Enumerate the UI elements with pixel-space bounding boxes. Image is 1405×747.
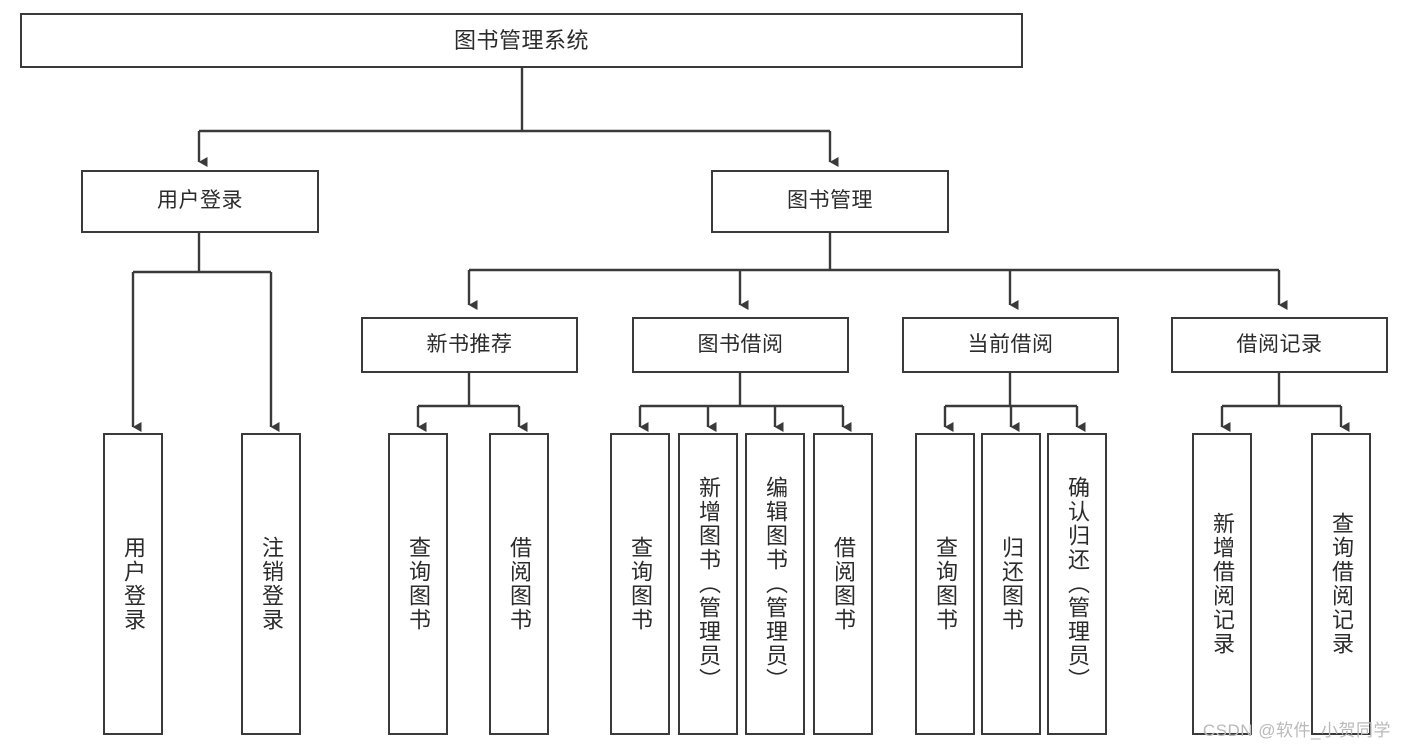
leaf-confirm-return-admin[interactable]: 确认归还（管理员） (1047, 433, 1107, 735)
leaf-label: 查询图书 (405, 536, 431, 632)
node-borrow-record[interactable]: 借阅记录 (1171, 317, 1388, 373)
leaf-label: 归还图书 (998, 536, 1024, 632)
leaf-label: 查询图书 (627, 536, 653, 632)
leaf-borrow-book-new[interactable]: 借阅图书 (489, 433, 549, 735)
leaf-user-login[interactable]: 用户登录 (103, 433, 163, 735)
leaf-query-book-current[interactable]: 查询图书 (915, 433, 975, 735)
leaf-query-book-borrow[interactable]: 查询图书 (610, 433, 670, 735)
leaf-return-book[interactable]: 归还图书 (981, 433, 1041, 735)
node-current-borrow[interactable]: 当前借阅 (902, 317, 1119, 373)
leaf-label: 新增借阅记录 (1209, 512, 1235, 656)
node-book-borrow[interactable]: 图书借阅 (632, 317, 849, 373)
leaf-label: 借阅图书 (506, 536, 532, 632)
leaf-add-book-admin[interactable]: 新增图书（管理员） (678, 433, 738, 735)
leaf-label: 新增图书（管理员） (695, 476, 721, 692)
leaf-query-book-new[interactable]: 查询图书 (388, 433, 448, 735)
leaf-label: 查询图书 (932, 536, 958, 632)
node-root-system[interactable]: 图书管理系统 (20, 13, 1023, 68)
leaf-add-borrow-record[interactable]: 新增借阅记录 (1192, 433, 1252, 735)
leaf-logout[interactable]: 注销登录 (241, 433, 301, 735)
leaf-label: 查询借阅记录 (1328, 512, 1354, 656)
leaf-query-borrow-record[interactable]: 查询借阅记录 (1311, 433, 1371, 735)
node-new-book-recommend[interactable]: 新书推荐 (361, 317, 578, 373)
leaf-label: 用户登录 (120, 536, 146, 632)
leaf-edit-book-admin[interactable]: 编辑图书（管理员） (745, 433, 805, 735)
leaf-label: 编辑图书（管理员） (762, 476, 788, 692)
leaf-label: 借阅图书 (830, 536, 856, 632)
csdn-watermark: CSDN @软件_小贺同学 (1202, 721, 1391, 740)
node-user-login[interactable]: 用户登录 (81, 170, 319, 233)
leaf-label: 确认归还（管理员） (1064, 476, 1090, 692)
node-book-management[interactable]: 图书管理 (711, 170, 949, 233)
leaf-borrow-book[interactable]: 借阅图书 (813, 433, 873, 735)
leaf-label: 注销登录 (258, 536, 284, 632)
